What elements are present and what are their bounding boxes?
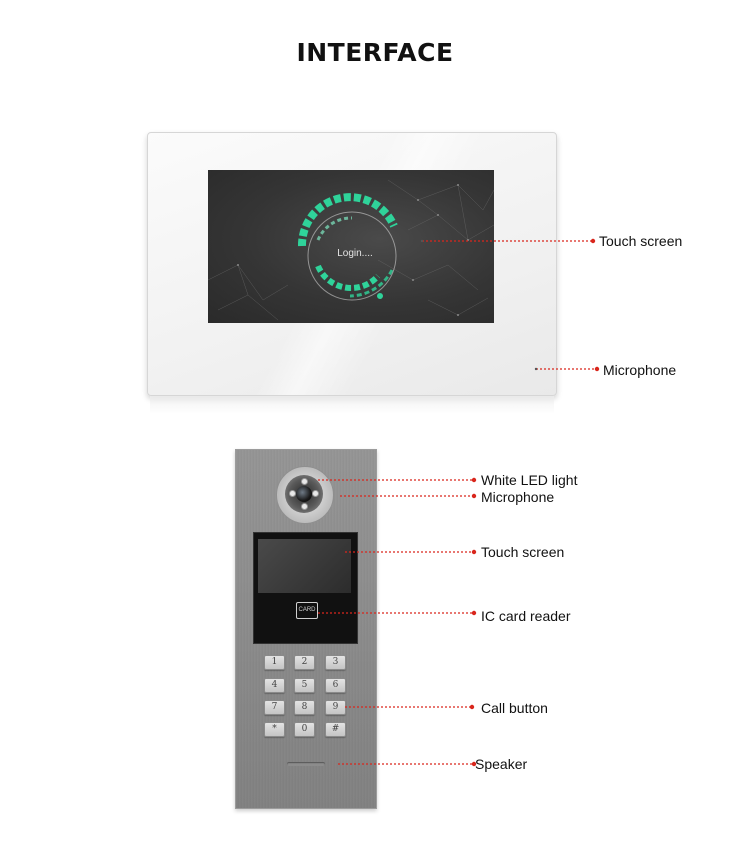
card-reader-icon[interactable]: CARD bbox=[296, 602, 318, 619]
camera-lens-icon bbox=[296, 486, 312, 502]
callout-dot bbox=[471, 493, 477, 499]
monitor-reflection bbox=[150, 396, 554, 414]
callout-dot bbox=[471, 549, 477, 555]
led-light-icon bbox=[301, 503, 308, 510]
page-title: INTERFACE bbox=[296, 38, 454, 67]
callout-monitor-microphone: Microphone bbox=[603, 362, 677, 378]
screen-network-pattern bbox=[208, 179, 494, 321]
callout-dot bbox=[469, 704, 475, 710]
led-light-icon bbox=[301, 478, 308, 485]
callout-door-touch-screen: Touch screen bbox=[481, 544, 565, 560]
callout-call-button: Call button bbox=[481, 700, 548, 716]
loader-ring bbox=[307, 211, 397, 301]
loader-outer-arc bbox=[297, 193, 398, 247]
login-status-text: Login.... bbox=[337, 248, 373, 259]
door-touch-screen[interactable] bbox=[258, 539, 351, 593]
callout-speaker: Speaker bbox=[475, 756, 528, 772]
keypad-key-8[interactable]: 8 bbox=[294, 700, 315, 715]
loader-dot bbox=[377, 293, 383, 299]
keypad-key-6[interactable]: 6 bbox=[325, 678, 346, 693]
callout-monitor-touch-screen: Touch screen bbox=[599, 233, 683, 249]
keypad-key-5[interactable]: 5 bbox=[294, 678, 315, 693]
monitor-touch-screen[interactable] bbox=[208, 170, 494, 323]
keypad-key-3[interactable]: 3 bbox=[325, 655, 346, 670]
loader-inner-arc bbox=[315, 264, 381, 291]
keypad-key-1[interactable]: 1 bbox=[264, 655, 285, 670]
speaker-grille bbox=[287, 762, 325, 766]
callout-dot bbox=[471, 761, 477, 767]
led-light-icon bbox=[312, 490, 319, 497]
callout-dot bbox=[471, 610, 477, 616]
keypad-key-0[interactable]: 0 bbox=[294, 722, 315, 737]
callout-white-led: White LED light bbox=[481, 472, 578, 488]
loader-outer-arc-tail bbox=[349, 269, 394, 298]
keypad-key-7[interactable]: 7 bbox=[264, 700, 285, 715]
callout-ic-card-reader: IC card reader bbox=[481, 608, 571, 624]
callout-dot bbox=[590, 238, 596, 244]
callout-door-microphone: Microphone bbox=[481, 489, 555, 505]
callout-dot bbox=[471, 477, 477, 483]
keypad-key-4[interactable]: 4 bbox=[264, 678, 285, 693]
keypad-key-star[interactable]: * bbox=[264, 722, 285, 737]
callout-dot bbox=[594, 366, 600, 372]
led-light-icon bbox=[289, 490, 296, 497]
keypad-key-2[interactable]: 2 bbox=[294, 655, 315, 670]
keypad-key-hash[interactable]: # bbox=[325, 722, 346, 737]
loader-inner-arc-top bbox=[316, 216, 353, 241]
